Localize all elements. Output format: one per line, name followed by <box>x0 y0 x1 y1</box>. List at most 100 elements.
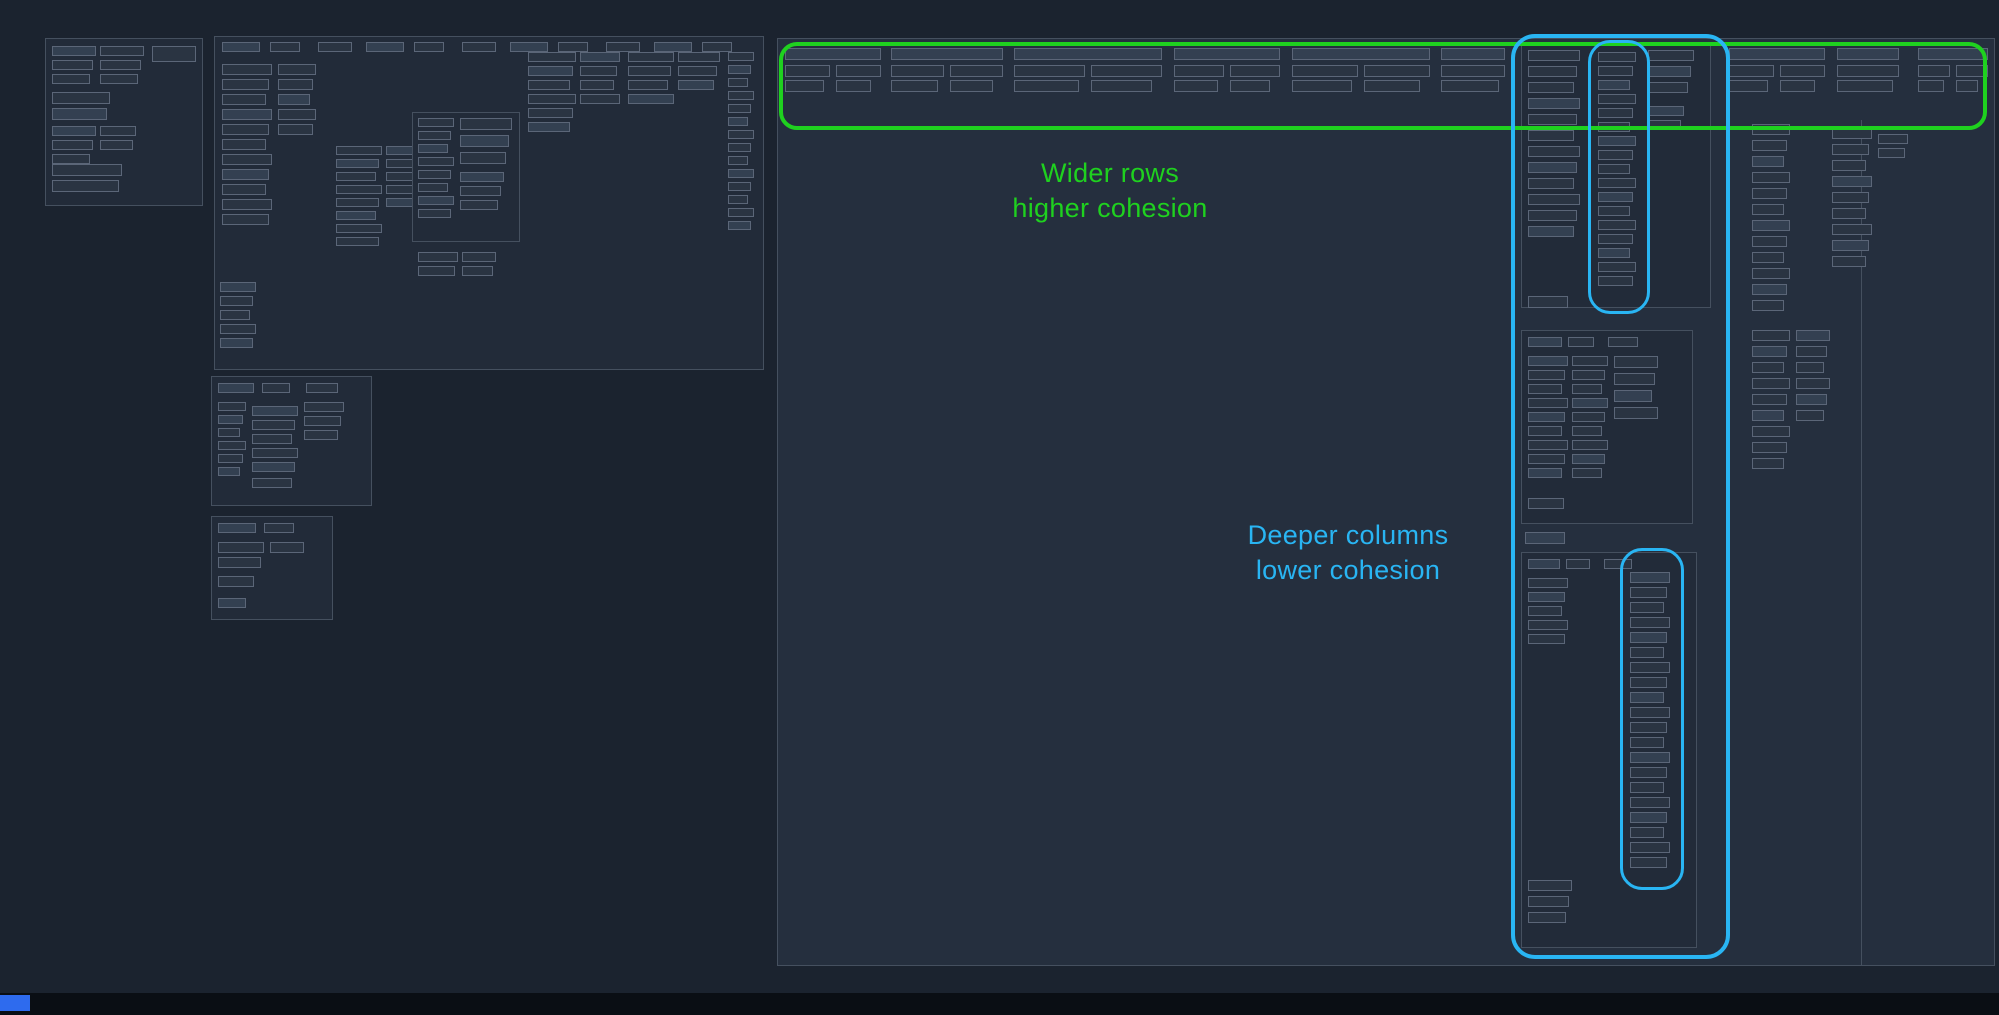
entity-box <box>580 94 620 104</box>
entity-box <box>222 199 272 210</box>
entity-box <box>270 542 304 553</box>
entity-box <box>1630 632 1667 643</box>
entity-box <box>1174 48 1280 60</box>
entity-box <box>1752 346 1787 357</box>
entity-box <box>1528 82 1574 93</box>
entity-box <box>528 52 576 62</box>
entity-box <box>528 122 570 132</box>
entity-box <box>252 462 295 472</box>
entity-box <box>1752 156 1784 167</box>
entity-box <box>785 80 824 92</box>
entity-box <box>418 157 454 166</box>
entity-box <box>418 209 451 218</box>
entity-box <box>1528 98 1580 109</box>
entity-box <box>1528 880 1572 891</box>
entity-box <box>460 135 509 147</box>
entity-box <box>1598 66 1633 76</box>
entity-box <box>222 94 266 105</box>
entity-box <box>728 117 748 126</box>
entity-box <box>100 46 144 56</box>
entity-box <box>1572 412 1605 422</box>
entity-box <box>1598 262 1636 272</box>
entity-box <box>891 80 938 92</box>
entity-box <box>1528 620 1568 630</box>
entity-box <box>1630 692 1664 703</box>
entity-box <box>836 80 871 92</box>
entity-box <box>52 154 90 164</box>
entity-box <box>1752 362 1784 373</box>
entity-box <box>1648 120 1681 130</box>
entity-box <box>1796 362 1824 373</box>
entity-box <box>1528 226 1574 237</box>
entity-box <box>1630 587 1667 598</box>
entity-box <box>220 324 256 334</box>
entity-box <box>1598 192 1633 202</box>
entity-box <box>1630 812 1667 823</box>
entity-box <box>252 406 298 416</box>
entity-box <box>1648 66 1691 77</box>
entity-box <box>950 80 993 92</box>
entity-box <box>728 104 751 113</box>
entity-box <box>278 94 310 105</box>
entity-box <box>728 208 754 217</box>
entity-box <box>336 224 382 233</box>
entity-box <box>100 74 138 84</box>
entity-box <box>728 221 751 230</box>
entity-box <box>462 42 496 52</box>
entity-box <box>1528 296 1568 308</box>
entity-box <box>52 140 93 150</box>
entity-box <box>528 80 570 90</box>
entity-box <box>1832 208 1866 219</box>
entity-box <box>222 124 269 135</box>
entity-box <box>1528 178 1574 189</box>
entity-box <box>1014 48 1162 60</box>
entity-box <box>1174 65 1224 77</box>
entity-box <box>836 65 881 77</box>
entity-box <box>222 109 272 120</box>
entity-box <box>306 383 338 393</box>
entity-box <box>1528 634 1565 644</box>
entity-box <box>528 108 573 118</box>
entity-box <box>1598 80 1630 90</box>
entity-box <box>728 52 754 61</box>
entity-box <box>270 42 300 52</box>
entity-box <box>1528 498 1564 509</box>
entity-box <box>1528 370 1565 380</box>
entity-box <box>1832 240 1869 251</box>
entity-box <box>1528 162 1577 173</box>
entity-box <box>1572 426 1602 436</box>
entity-box <box>678 52 720 62</box>
entity-box <box>1729 48 1825 60</box>
entity-box <box>336 172 376 181</box>
entity-box <box>1572 356 1608 366</box>
entity-box <box>1832 176 1872 187</box>
entity-box <box>462 266 493 276</box>
entity-box <box>1230 65 1280 77</box>
entity-box <box>252 420 295 430</box>
entity-box <box>678 80 714 90</box>
entity-box <box>580 80 614 90</box>
entity-box <box>1572 468 1602 478</box>
entity-box <box>1630 677 1667 688</box>
entity-box <box>785 48 881 60</box>
entity-box <box>1528 606 1562 616</box>
entity-box <box>1614 356 1658 368</box>
entity-box <box>418 252 458 262</box>
entity-box <box>1796 378 1830 389</box>
entity-box <box>1608 337 1638 347</box>
entity-box <box>1528 337 1562 347</box>
entity-box <box>1528 592 1565 602</box>
entity-box <box>528 94 576 104</box>
entity-box <box>1630 647 1664 658</box>
entity-box <box>1752 300 1784 311</box>
entity-box <box>606 42 640 52</box>
entity-box <box>1630 842 1670 853</box>
entity-box <box>1441 80 1499 92</box>
entity-box <box>1614 373 1655 385</box>
entity-box <box>1630 827 1664 838</box>
entity-box <box>1752 204 1784 215</box>
entity-box <box>1528 114 1577 125</box>
entity-box <box>628 66 671 76</box>
entity-box <box>222 154 272 165</box>
